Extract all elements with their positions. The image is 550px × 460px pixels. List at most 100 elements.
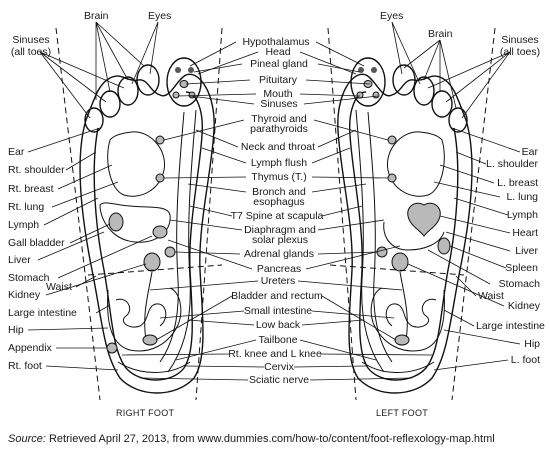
leader-right-stomach [57, 235, 153, 279]
left-toe-4 [431, 90, 453, 118]
label-bronch: Bronch and [252, 186, 306, 198]
label-left-waist: Waist [478, 290, 504, 302]
label-left-shoulder: L. shoulder [486, 158, 538, 170]
right-foot-dashed-outer-left [55, 27, 101, 401]
label-right-sinuses: Sinuses [12, 34, 49, 46]
right-toe-detail-b [188, 67, 194, 73]
leader-left-large-int [443, 309, 475, 327]
center-labels: Hypothalamus Head Pineal gland Pituitary… [228, 36, 323, 386]
leader-ureters [149, 280, 403, 291]
left-kidney [391, 252, 409, 272]
left-foot-caption: LEFT FOOT [376, 408, 428, 418]
right-toe-3 [117, 76, 139, 106]
leader-neck [195, 129, 357, 148]
leader-right-lymph [43, 197, 99, 226]
label-thymus: Thymus (T.) [251, 171, 306, 183]
left-heart [407, 202, 441, 237]
label-right-lung: Rt. lung [8, 201, 44, 213]
right-lung-area [107, 131, 166, 197]
leader-right-liver [37, 231, 105, 261]
leader-head [197, 51, 357, 75]
label-left-lung: L. lung [506, 191, 538, 203]
right-appendix [106, 342, 118, 354]
label-pineal-gland: Pineal gland [250, 58, 308, 70]
left-toe-5 [448, 107, 468, 133]
leader-sinuses-c [189, 95, 379, 105]
leader-right-foot [45, 365, 119, 371]
right-toe-detail-d [172, 91, 180, 99]
label-right-brain: Brain [84, 10, 109, 22]
label-t7-spine: T7 Spine at scapula [231, 210, 324, 222]
leader-pancreas [167, 239, 401, 270]
left-bladder [394, 334, 410, 346]
left-foot-inner-outline [349, 91, 459, 381]
right-thyroid-dot [155, 135, 165, 145]
label-low-back: Low back [256, 319, 301, 331]
leader-bladder [155, 295, 397, 341]
left-thyroid-dot [387, 135, 397, 145]
right-foot-outline [79, 73, 215, 394]
left-foot-drawing [327, 27, 496, 401]
label-neck-throat: Neck and throat [241, 141, 315, 153]
label-lymph-flush: Lymph flush [251, 157, 307, 169]
leader-left-liver [445, 231, 511, 252]
right-large-intestine [107, 287, 182, 352]
label-left-spleen: Spleen [505, 262, 538, 274]
right-toe-2 [136, 64, 160, 96]
leader-left-eyes [391, 21, 421, 85]
left-foot-dashed-outer-left [327, 27, 357, 401]
left-toe-3 [413, 76, 435, 106]
label-left-brain: Brain [428, 28, 453, 40]
label-mouth: Mouth [263, 88, 292, 100]
leader-left-breast [439, 164, 495, 184]
leader-thymus [163, 176, 389, 179]
label-left-heart: Heart [512, 227, 538, 239]
left-toe-detail-d [356, 91, 364, 99]
leader-left-brain [403, 39, 457, 109]
label-right-foot: Rt. foot [8, 360, 42, 372]
label-right-liver: Liver [8, 254, 31, 266]
source-credit: Source: Retrieved April 27, 2013, from w… [8, 433, 495, 445]
label-right-hip: Hip [8, 324, 24, 336]
left-toe-2 [392, 64, 416, 96]
label-cervix: Cervix [264, 361, 295, 373]
label-right-appendix: Appendix [8, 342, 53, 354]
right-heel-line [117, 361, 191, 373]
right-bladder [142, 334, 158, 346]
left-foot-labels: Eyes Brain Sinuses (all toes) Ear L. sho… [376, 10, 545, 418]
leader-pineal [193, 63, 361, 73]
label-head: Head [265, 46, 290, 58]
leader-low-back [187, 319, 365, 326]
leader-lymph-flush [201, 147, 351, 164]
label-diaphragm: Diaphragm and [244, 224, 316, 236]
source-text: Retrieved April 27, 2013, from www.dummi… [49, 433, 495, 445]
label-thyroid: Thyroid and [251, 113, 307, 125]
leader-hypothalamus [189, 41, 365, 67]
label-esophagus: esophagus [253, 196, 304, 208]
label-sinuses-center: Sinuses [260, 98, 297, 110]
label-right-stomach: Stomach [8, 272, 50, 284]
right-toe-detail-e [188, 91, 196, 99]
leader-left-lymph [453, 197, 509, 216]
left-toe-detail-e [372, 91, 380, 99]
leader-t7 [189, 205, 363, 217]
label-left-kidney: Kidney [508, 300, 541, 312]
leader-left-kidney [407, 263, 505, 307]
label-pituitary: Pituitary [259, 74, 298, 86]
right-toe-4 [99, 90, 121, 118]
left-toe-detail-b [371, 67, 377, 73]
right-foot-dashed-outer-right [195, 27, 223, 401]
leader-left-shoulder [455, 151, 487, 165]
label-right-all-toes: (all toes) [11, 46, 51, 58]
label-hypothalamus: Hypothalamus [242, 36, 309, 48]
leader-lines [27, 21, 521, 381]
leader-diaphragm [169, 219, 385, 231]
leader-bronch [187, 183, 367, 193]
left-spleen [437, 237, 451, 255]
label-right-large-intestine: Large intestine [8, 307, 77, 319]
left-thymus-dot [387, 173, 397, 183]
right-foot-drawing [55, 27, 223, 401]
label-ureters: Ureters [261, 275, 295, 287]
